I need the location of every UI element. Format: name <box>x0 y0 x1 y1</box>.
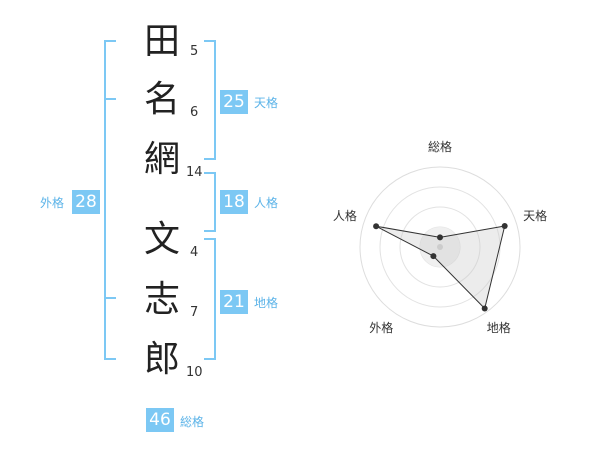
chikaku-bracket-bottom <box>204 358 216 360</box>
name-char-2: 名 <box>143 79 180 120</box>
soukaku-value: 46 <box>146 408 174 432</box>
chikaku-value: 21 <box>220 290 248 314</box>
radar-point-5 <box>373 223 380 230</box>
gaikaku-value: 28 <box>72 190 100 214</box>
jinkaku-bracket-line <box>214 172 216 232</box>
gaikaku-label: 外格 <box>40 196 65 210</box>
tenkaku-label: 天格 <box>254 96 279 110</box>
gaikaku-bracket-bottom <box>104 358 116 360</box>
name-char-1: 田 <box>143 21 180 62</box>
radar-axis-label-4: 外格 <box>369 320 393 335</box>
jinkaku-value: 18 <box>220 190 248 214</box>
stroke-count-1: 5 <box>190 44 199 59</box>
radar-axis-label-5: 人格 <box>333 208 357 223</box>
radar-axis-label-3: 地格 <box>487 320 511 335</box>
soukaku-label: 総格 <box>180 415 205 429</box>
name-char-5: 志 <box>143 279 180 320</box>
stroke-count-3: 14 <box>186 165 203 180</box>
gaikaku-bracket-tick1 <box>104 98 116 100</box>
stroke-count-6: 10 <box>186 365 203 380</box>
radar-point-2 <box>501 223 508 229</box>
jinkaku-bracket-bottom <box>204 230 216 232</box>
stroke-count-2: 6 <box>190 105 199 120</box>
stroke-count-5: 7 <box>190 305 199 320</box>
chikaku-bracket-line <box>214 238 216 360</box>
stroke-count-4: 4 <box>190 245 199 260</box>
radar-point-4 <box>430 253 437 260</box>
radar-axis-label-2: 天格 <box>523 208 547 223</box>
tenkaku-bracket-line <box>214 40 216 160</box>
chikaku-label: 地格 <box>254 296 279 310</box>
name-char-6: 郎 <box>143 339 180 380</box>
gaikaku-bracket-top <box>104 40 116 42</box>
tenkaku-value: 25 <box>220 90 248 114</box>
radar-point-3 <box>481 305 488 312</box>
gaikaku-bracket-line <box>104 40 106 360</box>
radar-axis-label-1: 総格 <box>428 139 452 154</box>
radar-ring-2 <box>399 206 481 288</box>
radar-point-1 <box>437 234 443 241</box>
radar-series-polygon <box>375 225 506 310</box>
name-char-4: 文 <box>143 219 180 260</box>
jinkaku-label: 人格 <box>254 196 279 210</box>
tenkaku-bracket-top <box>204 40 216 42</box>
name-char-3: 網 <box>143 139 180 180</box>
tenkaku-bracket-bottom <box>204 158 216 160</box>
radar-center-dot <box>437 244 443 250</box>
gaikaku-bracket-tick2 <box>104 297 116 299</box>
chikaku-bracket-top <box>204 238 216 240</box>
jinkaku-bracket-top <box>204 172 216 174</box>
